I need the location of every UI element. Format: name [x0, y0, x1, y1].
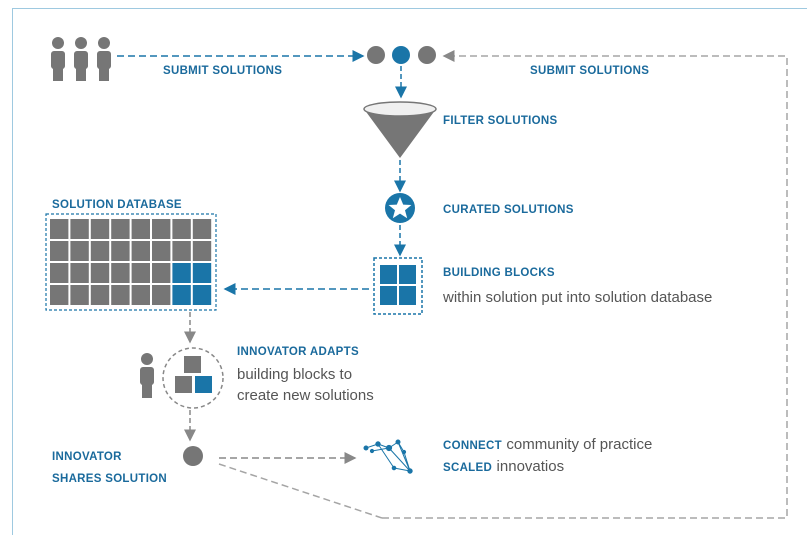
database-cell — [192, 219, 212, 239]
scaled-description: innovatios — [496, 458, 565, 475]
database-cell — [131, 263, 150, 283]
database-cell — [111, 263, 130, 283]
database-cell — [152, 241, 171, 261]
connect-keyword: CONNECT — [443, 440, 502, 452]
database-cell — [152, 285, 171, 305]
database-cell-highlighted — [192, 263, 212, 283]
solution-database-label: SOLUTION DATABASE — [52, 199, 182, 211]
database-cell-highlighted — [192, 285, 212, 305]
innovator-adapts-title: INNOVATOR ADAPTS — [237, 346, 359, 358]
innovator-adapts-line1: building blocks to — [237, 366, 353, 383]
feedback-loop-line — [382, 50, 788, 519]
database-cell — [172, 241, 191, 261]
database-cell-highlighted — [172, 285, 191, 305]
database-cell — [152, 263, 171, 283]
filter-solutions-label: FILTER SOLUTIONS — [443, 115, 558, 127]
database-cell — [131, 241, 150, 261]
building-blocks-icon — [373, 257, 423, 315]
innovator-shares-line2: SHARES SOLUTION — [52, 473, 168, 485]
three-dots-icon — [367, 46, 436, 64]
network-icon — [363, 439, 413, 474]
dot-icon — [183, 446, 203, 466]
database-cell-highlighted — [172, 263, 191, 283]
database-cell — [111, 241, 130, 261]
database-cell — [50, 285, 69, 305]
scaled-line: SCALED innovatios — [443, 458, 564, 476]
database-cell — [131, 285, 150, 305]
connect-line: CONNECT community of practice — [443, 436, 652, 454]
database-cell — [131, 219, 150, 239]
building-blocks-description: within solution put into solution databa… — [443, 289, 713, 306]
database-cell — [70, 263, 89, 283]
share-to-loop-line — [218, 463, 383, 519]
curated-solutions-label: CURATED SOLUTIONS — [443, 204, 574, 216]
database-grid-icon — [45, 213, 217, 311]
database-cell — [172, 219, 191, 239]
connect-description: community of practice — [506, 436, 653, 453]
database-cell — [192, 241, 212, 261]
submit-solutions-right-label: SUBMIT SOLUTIONS — [530, 65, 650, 77]
star-badge-icon — [385, 193, 415, 223]
diagram-frame — [12, 8, 807, 535]
database-cell — [50, 263, 69, 283]
database-cell — [90, 219, 110, 239]
innovator-shares-line1: INNOVATOR — [52, 451, 122, 463]
database-cell — [50, 219, 69, 239]
database-cell — [152, 219, 171, 239]
people-group-icon — [51, 37, 111, 81]
database-cell — [70, 241, 89, 261]
database-cell — [111, 219, 130, 239]
innovator-adapts-line2: create new solutions — [237, 387, 374, 404]
database-cell — [70, 285, 89, 305]
database-cell — [90, 241, 110, 261]
submit-solutions-left-label: SUBMIT SOLUTIONS — [163, 65, 283, 77]
adapt-blocks-icon — [162, 347, 224, 409]
database-cell — [70, 219, 89, 239]
database-cell — [50, 241, 69, 261]
database-cell — [90, 263, 110, 283]
scaled-keyword: SCALED — [443, 462, 493, 474]
person-icon — [140, 353, 154, 398]
building-blocks-title: BUILDING BLOCKS — [443, 267, 555, 279]
funnel-icon — [363, 101, 437, 158]
database-cell — [111, 285, 130, 305]
database-cell — [90, 285, 110, 305]
